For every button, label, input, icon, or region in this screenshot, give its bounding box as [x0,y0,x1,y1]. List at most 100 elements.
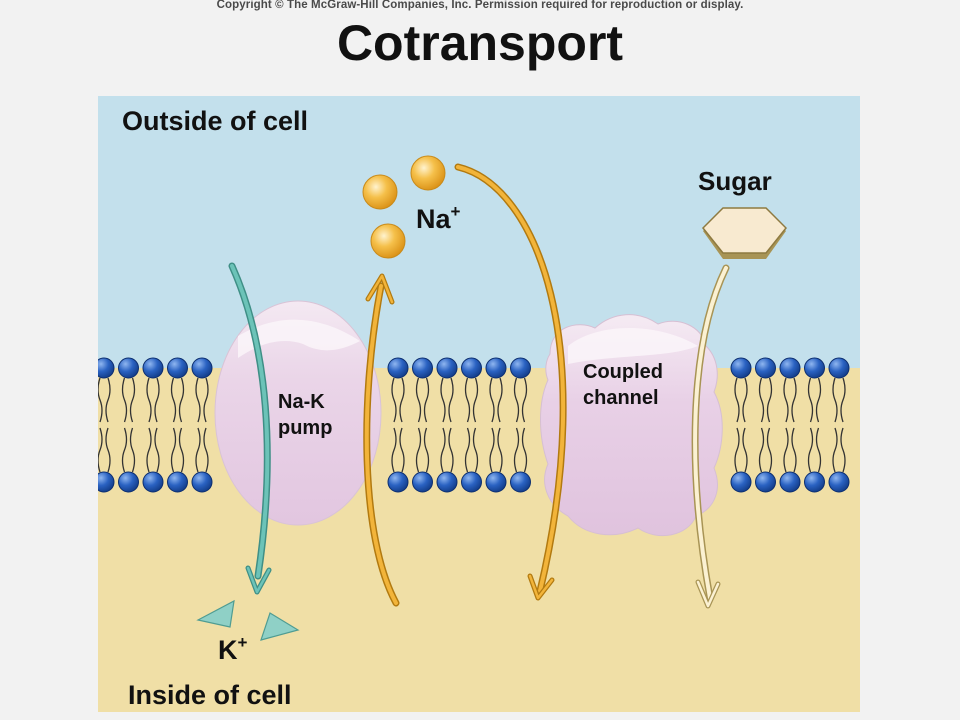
lipid-tail [464,427,471,473]
lipid-tail [399,427,405,473]
lipid-tail [521,377,528,423]
lipid-tail [734,427,740,473]
sodium-label: Na+ [416,202,461,234]
lipid-head [510,471,531,493]
lipid-head [485,357,507,379]
channel-label-line1: Coupled [583,361,663,383]
potassium-ion [260,612,300,641]
lipid-tail [195,427,201,473]
lipid-head [387,471,409,493]
lipid-head [98,357,115,379]
lipid-tail [98,377,103,423]
outside-of-cell-label: Outside of cell [122,106,308,136]
lipid-tail [399,377,405,423]
lipid-head [804,357,825,379]
lipid-tail [391,427,397,473]
lipid-tail [783,377,789,423]
lipid-head [191,357,213,379]
lipid-tail [448,427,454,473]
lipid-tail [472,377,479,423]
sugar-molecule [701,207,788,259]
lipid-head [461,357,482,379]
lipid-tail [170,427,177,473]
lipid-tail [195,377,201,423]
lipid-head [485,471,507,493]
lipid-tail [807,377,814,423]
lipid-tail [105,377,111,423]
lipid-head [436,471,458,493]
pump-label-line2: pump [278,417,332,439]
lipid-head [804,471,825,493]
lipid-tail [832,377,838,423]
lipid-head [412,357,433,379]
lipid-tail [840,427,846,473]
lipid-head [167,471,188,493]
lipid-tail [464,377,471,423]
lipid-tail [178,427,185,473]
potassium-label: K+ [218,633,248,665]
lipid-tail [521,427,528,473]
lipid-head [779,357,801,379]
lipid-head [118,357,139,379]
lipid-tail [121,427,128,473]
lipid-head [142,471,164,493]
lipid-bilayer [98,357,850,493]
lipid-tail [472,427,479,473]
lipid-head [98,471,115,493]
lipid-tail [489,377,495,423]
lipid-head [828,357,850,379]
na-influx-arrow [454,163,567,601]
lipid-tail [98,427,103,473]
sodium-ion [362,174,398,210]
lipid-tail [391,377,397,423]
sodium-ion [370,223,406,259]
lipid-head [779,471,801,493]
lipid-tail [203,427,209,473]
lipid-tail [154,377,160,423]
lipid-tail [815,427,822,473]
intracellular-region [98,368,860,712]
lipid-head [167,357,188,379]
cotransport-diagram: Outside of cell Inside of cell Na+ K+ Su… [98,96,860,712]
lipid-tail [513,377,520,423]
lipid-tail [129,377,136,423]
lipid-tail [121,377,128,423]
lipid-tail [734,377,740,423]
potassium-ions [196,599,300,641]
lipid-tail [146,427,152,473]
inside-of-cell-label: Inside of cell [128,680,292,710]
lipid-tail [791,377,797,423]
pump-label-line1: Na-K [278,391,325,413]
na-efflux-arrow [363,273,400,607]
lipid-tail [513,427,520,473]
lipid-tail [783,427,789,473]
lipid-tail [766,377,773,423]
lipid-head [412,471,433,493]
lipid-tail [791,427,797,473]
lipid-tail [766,427,773,473]
sodium-ion [410,155,446,191]
lipid-tail [146,377,152,423]
lipid-tail [440,377,446,423]
na-k-pump [214,300,382,526]
lipid-tail [840,377,846,423]
lipid-tail [203,377,209,423]
lipid-head [510,357,531,379]
lipid-tail [423,377,430,423]
sugar-influx-arrow [691,264,730,609]
lipid-tail [497,427,503,473]
lipid-tail [489,427,495,473]
lipid-tail [832,427,838,473]
lipid-head [191,471,213,493]
lipid-head [118,471,139,493]
sodium-ions [362,155,446,259]
copyright-notice: Copyright © The McGraw-Hill Companies, I… [216,0,744,11]
lipid-head [730,471,752,493]
slide-title: Cotransport [336,15,624,71]
lipid-tail [742,427,748,473]
sugar-label: Sugar [698,166,772,196]
lipid-head [387,357,409,379]
lipid-tail [154,427,160,473]
lipid-tail [415,427,422,473]
lipid-head [436,357,458,379]
